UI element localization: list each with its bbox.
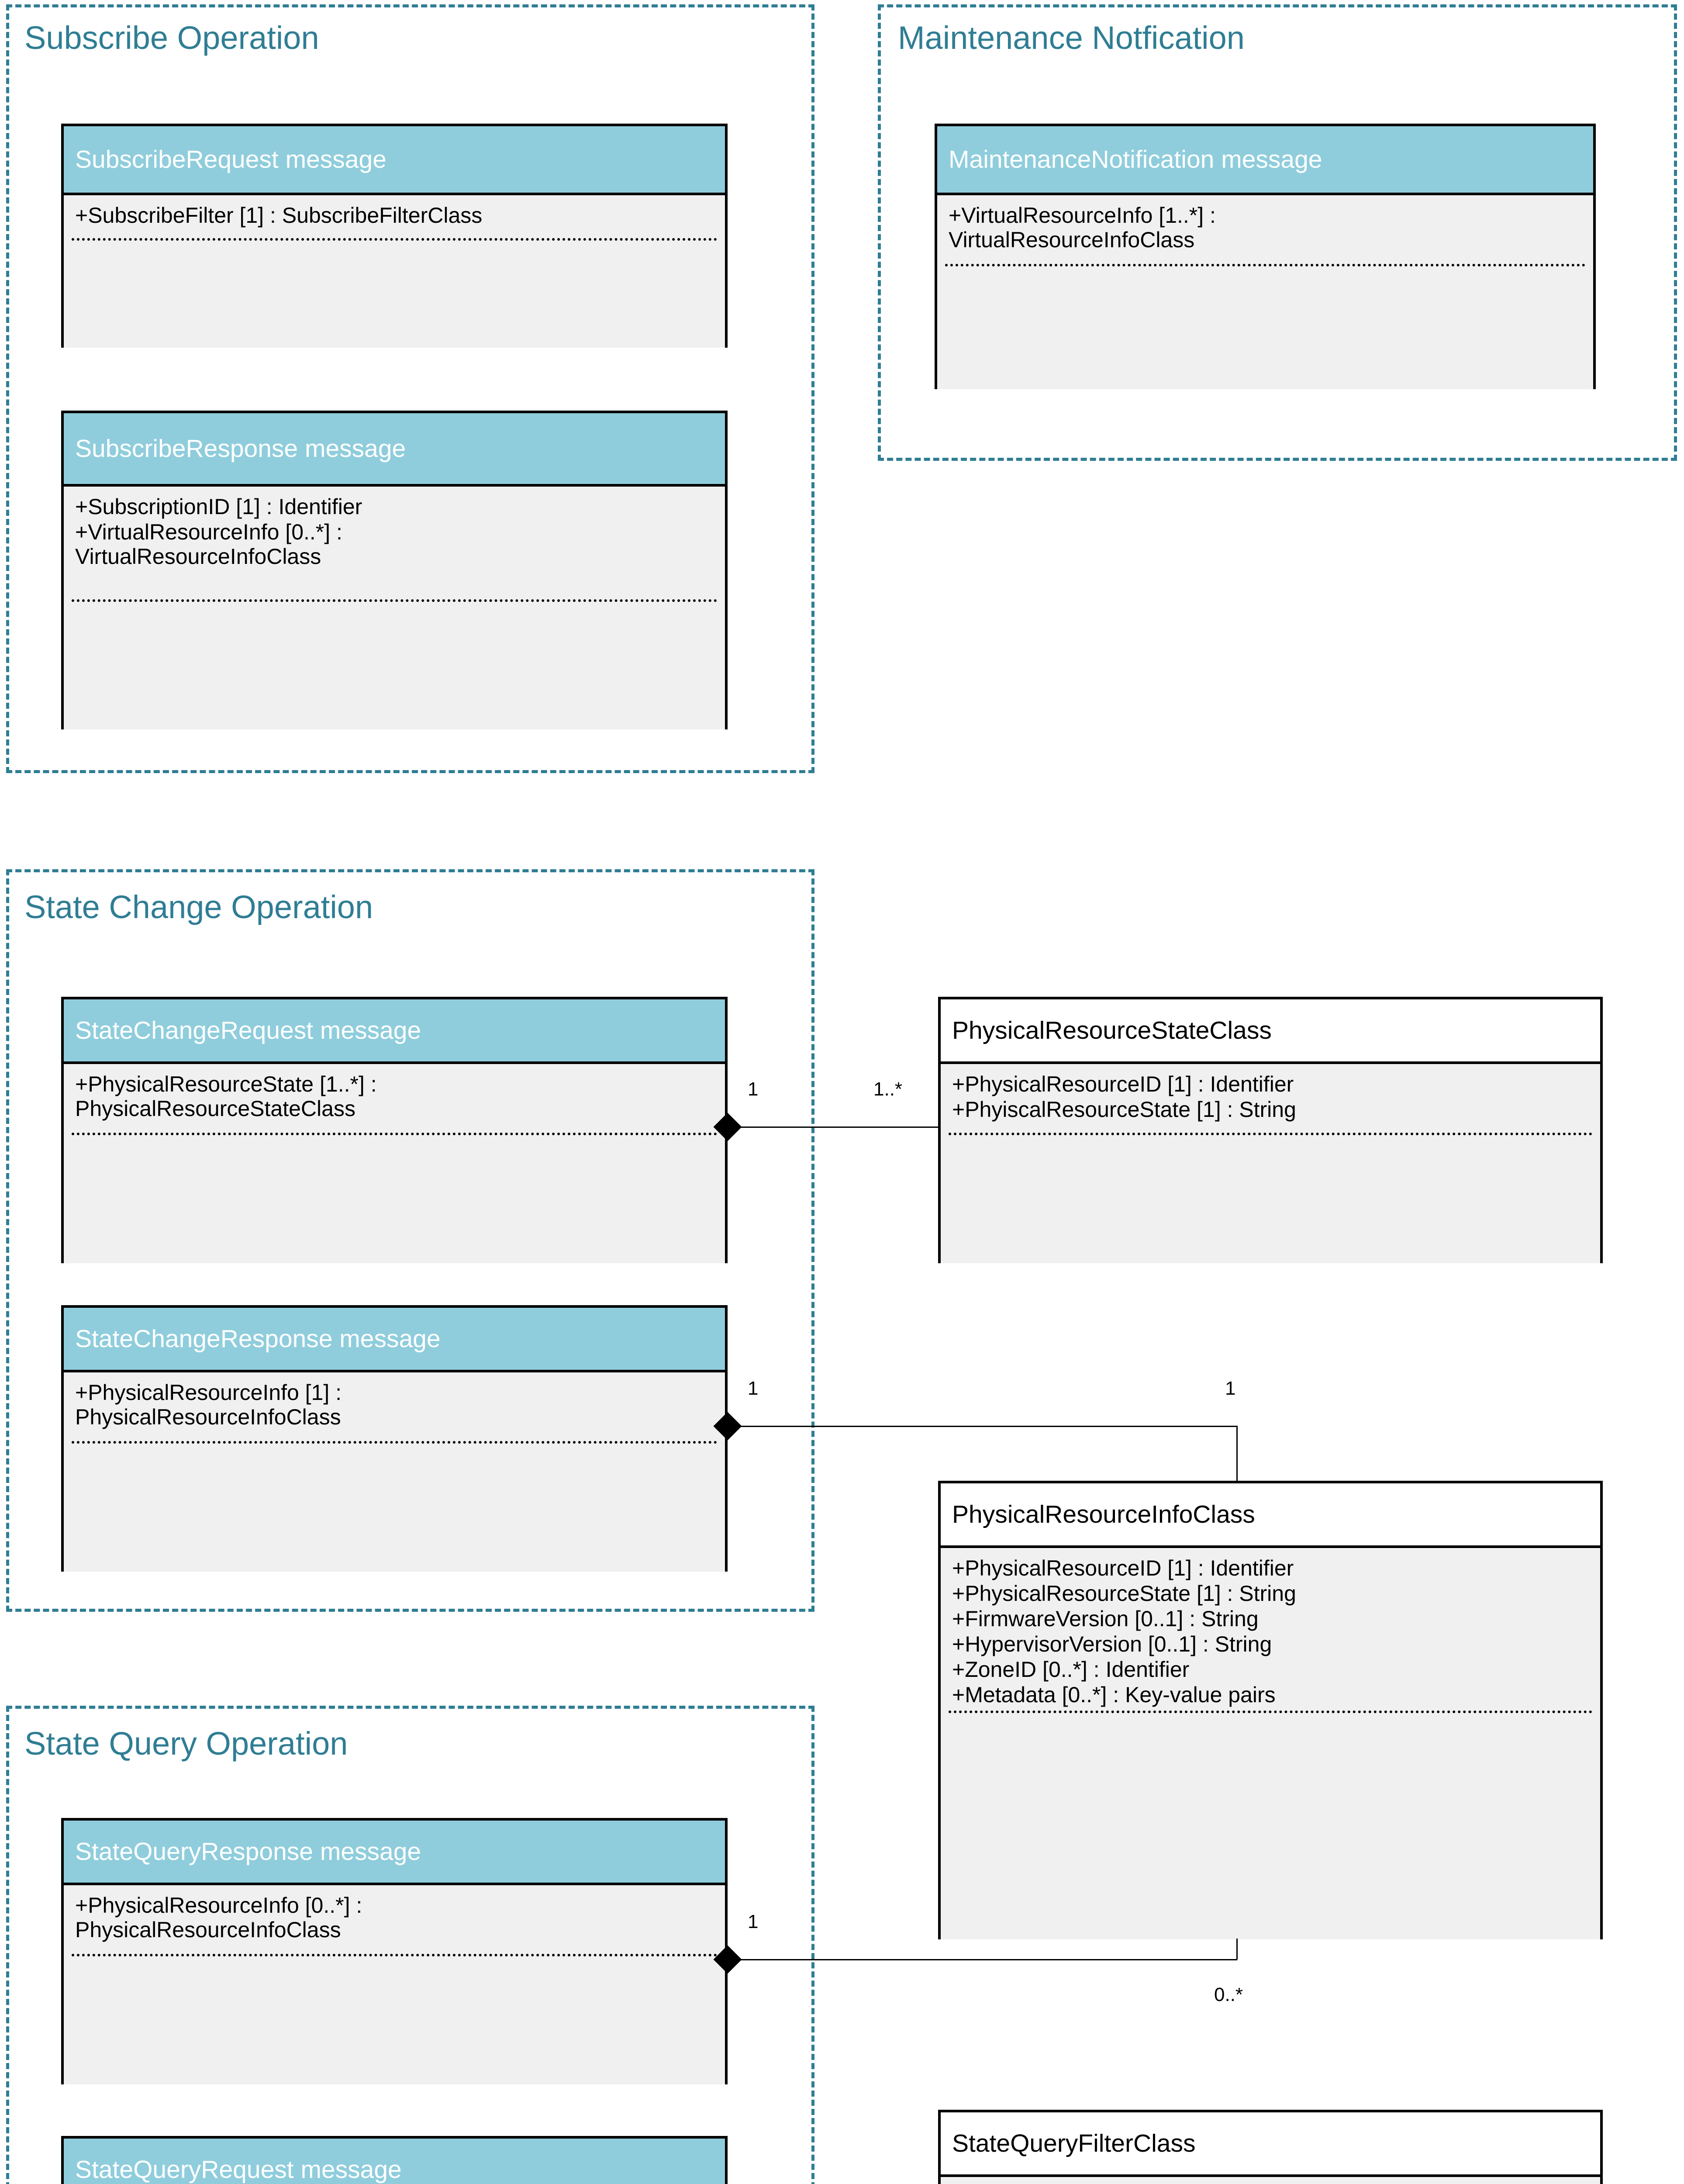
class-body-state-change-request: +PhysicalResourceState [1..*] : Physical…	[64, 1064, 725, 1263]
attribute-separator	[72, 238, 717, 241]
package-subscribe-operation	[6, 4, 814, 773]
attribute-row: +Metadata [0..*] : Key-value pairs	[952, 1683, 1276, 1707]
multiplicity-label: 1	[1225, 1378, 1236, 1399]
class-box-state-query-response[interactable]: StateQueryResponse message +PhysicalReso…	[61, 1818, 728, 2084]
class-header-subscribe-response: SubscribeResponse message	[64, 413, 725, 487]
attribute-separator	[949, 1711, 1592, 1713]
attribute-row: +SubscriptionID [1] : Identifier	[75, 494, 362, 519]
multiplicity-label: 1	[748, 1378, 759, 1399]
attribute-separator	[945, 264, 1585, 266]
package-title-state-change-operation: State Change Operation	[24, 889, 373, 925]
class-header-state-query-response: StateQueryResponse message	[64, 1821, 725, 1885]
package-title-state-query-operation: State Query Operation	[24, 1725, 348, 1762]
class-box-subscribe-request[interactable]: SubscribeRequest message +SubscribeFilte…	[61, 124, 728, 348]
class-header-physical-resource-state-class: PhysicalResourceStateClass	[941, 999, 1600, 1064]
class-body-subscribe-request: +SubscribeFilter [1] : SubscribeFilterCl…	[64, 195, 725, 348]
attribute-separator	[72, 599, 717, 602]
attribute-row: +PhysicalResourceID [1] : Identifier	[952, 1072, 1294, 1096]
class-box-physical-resource-info-class[interactable]: PhysicalResourceInfoClass +PhysicalResou…	[938, 1481, 1603, 1939]
attribute-separator	[72, 1133, 717, 1135]
class-header-state-query-filter-class: StateQueryFilterClass	[941, 2112, 1600, 2177]
class-box-state-change-request[interactable]: StateChangeRequest message +PhysicalReso…	[61, 997, 728, 1263]
association-line	[738, 1426, 1237, 1427]
class-body-maintenance-notification: +VirtualResourceInfo [1..*] : VirtualRes…	[937, 195, 1593, 389]
attribute-row: +PhysicalResourceID [1] : Identifier	[952, 1556, 1294, 1580]
association-line	[738, 1959, 1237, 1960]
association-line	[1236, 1426, 1238, 1482]
attribute-row: +HypervisorVersion [0..1] : String	[952, 1632, 1272, 1656]
class-body-physical-resource-state-class: +PhysicalResourceID [1] : Identifier +Ph…	[941, 1064, 1600, 1263]
multiplicity-label: 0..*	[1214, 1984, 1243, 2005]
attribute-separator	[72, 1441, 717, 1444]
attribute-row: +PhyiscalResourceState [1] : String	[952, 1097, 1296, 1122]
attribute-separator	[949, 1133, 1592, 1135]
package-title-subscribe-operation: Subscribe Operation	[24, 20, 319, 56]
class-header-subscribe-request: SubscribeRequest message	[64, 126, 725, 195]
class-body-subscribe-response: +SubscriptionID [1] : Identifier +Virtua…	[64, 487, 725, 729]
class-box-state-change-response[interactable]: StateChangeResponse message +PhysicalRes…	[61, 1305, 728, 1572]
class-header-state-change-request: StateChangeRequest message	[64, 999, 725, 1064]
class-header-state-change-response: StateChangeResponse message	[64, 1308, 725, 1372]
class-box-physical-resource-state-class[interactable]: PhysicalResourceStateClass +PhysicalReso…	[938, 997, 1603, 1263]
attribute-row: +VirtualResourceInfo [0..*] : VirtualRes…	[75, 520, 342, 569]
class-header-maintenance-notification: MaintenanceNotification message	[937, 126, 1593, 195]
class-body-state-change-response: +PhysicalResourceInfo [1] : PhysicalReso…	[64, 1372, 725, 1572]
package-title-maintenance-notification: Maintenance Notfication	[898, 20, 1245, 56]
class-box-state-query-filter-class[interactable]: StateQueryFilterClass +PhysicalResourceI…	[938, 2110, 1603, 2184]
multiplicity-label: 1	[748, 1911, 759, 1932]
attribute-row: +ZoneID [0..*] : Identifier	[952, 1657, 1190, 1682]
package-state-query-operation	[6, 1706, 814, 2184]
class-box-subscribe-response[interactable]: SubscribeResponse message +SubscriptionI…	[61, 411, 728, 729]
class-header-physical-resource-info-class: PhysicalResourceInfoClass	[941, 1483, 1600, 1548]
class-body-physical-resource-info-class: +PhysicalResourceID [1] : Identifier +Ph…	[941, 1548, 1600, 1939]
attribute-row: +FirmwareVersion [0..1] : String	[952, 1607, 1259, 1631]
class-box-maintenance-notification[interactable]: MaintenanceNotification message +Virtual…	[935, 124, 1596, 389]
package-maintenance-notification	[878, 4, 1677, 461]
attribute-row: +PhysicalResourceState [1..*] : Physical…	[75, 1072, 377, 1121]
multiplicity-label: 1..*	[873, 1078, 903, 1100]
attribute-row: +PhysicalResourceInfo [0..*] : PhysicalR…	[75, 1893, 362, 1942]
attribute-row: +PhysicalResourceState [1] : String	[952, 1581, 1296, 1606]
multiplicity-label: 1	[748, 1078, 759, 1100]
attribute-row: +PhysicalResourceInfo [1] : PhysicalReso…	[75, 1380, 342, 1429]
class-box-state-query-request[interactable]: StateQueryRequest message StateQueryFilt…	[61, 2136, 728, 2184]
association-line	[1236, 1939, 1238, 1959]
class-body-state-query-response: +PhysicalResourceInfo [0..*] : PhysicalR…	[64, 1885, 725, 2084]
association-line	[738, 1127, 938, 1128]
class-body-state-query-filter-class: +PhysicalResourceID [0..*] : Identifier …	[941, 2177, 1600, 2184]
attribute-row: +VirtualResourceInfo [1..*] : VirtualRes…	[949, 203, 1216, 252]
package-state-change-operation	[6, 869, 814, 1612]
class-header-state-query-request: StateQueryRequest message	[64, 2139, 725, 2184]
attribute-separator	[72, 1954, 717, 1956]
attribute-row: +SubscribeFilter [1] : SubscribeFilterCl…	[75, 203, 483, 228]
